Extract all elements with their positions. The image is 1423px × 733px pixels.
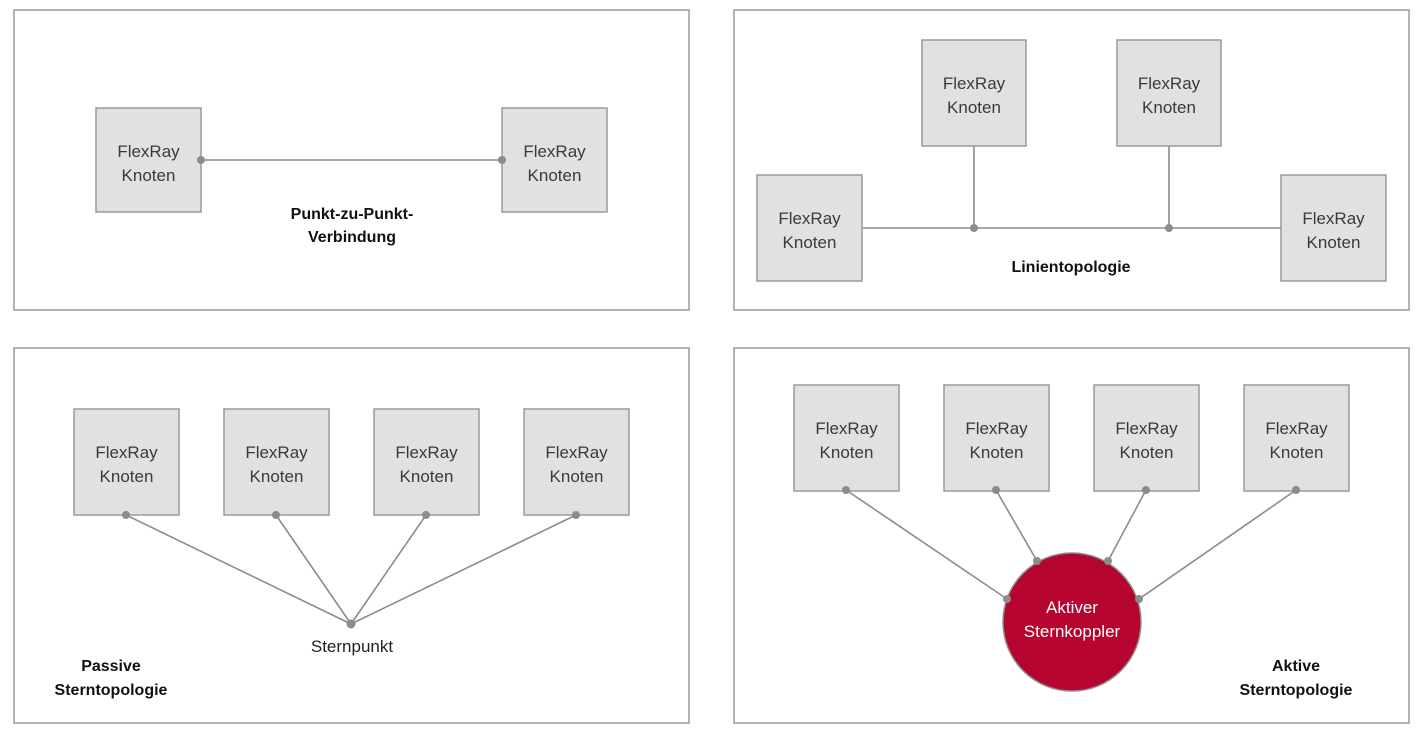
svg-text:Knoten: Knoten (1142, 98, 1196, 117)
flexray-node: FlexRay Knoten (943, 384, 1050, 492)
flexray-node: FlexRay Knoten (373, 408, 480, 516)
svg-text:Knoten: Knoten (250, 467, 304, 486)
caption: Linientopologie (1011, 259, 1130, 276)
flexray-node: FlexRay Knoten (73, 408, 180, 516)
star-line (995, 489, 1038, 562)
caption: Verbindung (308, 229, 396, 246)
flexray-node: FlexRay Knoten (223, 408, 330, 516)
connection-dot (122, 511, 130, 519)
svg-text:Knoten: Knoten (1307, 233, 1361, 252)
connection-dot (1033, 557, 1041, 565)
svg-text:Knoten: Knoten (122, 166, 176, 185)
star-line (845, 489, 1008, 600)
flexray-node: FlexRay Knoten (921, 39, 1027, 147)
star-line (275, 514, 352, 625)
svg-text:FlexRay: FlexRay (117, 142, 180, 161)
connection-dot (970, 224, 978, 232)
svg-text:Knoten: Knoten (1120, 443, 1174, 462)
svg-text:FlexRay: FlexRay (1115, 419, 1178, 438)
active-star-coupler: Aktiver Sternkoppler (1002, 552, 1142, 692)
star-line (1138, 489, 1297, 600)
star-point-label: Sternpunkt (311, 637, 393, 656)
caption: Sterntopologie (55, 682, 168, 699)
flexray-node: FlexRay Knoten (95, 107, 202, 213)
connection-dot (498, 156, 506, 164)
svg-text:Knoten: Knoten (550, 467, 604, 486)
caption: Passive (81, 658, 141, 675)
star-line (350, 514, 427, 625)
svg-text:Knoten: Knoten (528, 166, 582, 185)
svg-text:FlexRay: FlexRay (545, 443, 608, 462)
connection-dot (1292, 486, 1300, 494)
svg-text:FlexRay: FlexRay (523, 142, 586, 161)
panel-passive-star: FlexRay Knoten FlexRay Knoten FlexRay Kn… (13, 347, 690, 724)
svg-text:FlexRay: FlexRay (778, 209, 841, 228)
svg-text:FlexRay: FlexRay (395, 443, 458, 462)
svg-text:Knoten: Knoten (783, 233, 837, 252)
star-line (1107, 489, 1147, 562)
caption: Sterntopologie (1240, 682, 1353, 699)
svg-text:FlexRay: FlexRay (815, 419, 878, 438)
star-point-dot (346, 619, 356, 629)
flexray-node: FlexRay Knoten (1280, 174, 1387, 282)
panel-line-topology: FlexRay Knoten FlexRay Knoten FlexRay Kn… (733, 9, 1410, 311)
svg-text:Knoten: Knoten (820, 443, 874, 462)
svg-text:Knoten: Knoten (970, 443, 1024, 462)
flexray-node: FlexRay Knoten (1093, 384, 1200, 492)
svg-text:Aktiver: Aktiver (1046, 598, 1098, 617)
flexray-node: FlexRay Knoten (501, 107, 608, 213)
svg-text:FlexRay: FlexRay (95, 443, 158, 462)
star-line (350, 514, 577, 625)
connection-dot (1165, 224, 1173, 232)
connection-dot (1003, 595, 1011, 603)
caption: Aktive (1272, 658, 1320, 675)
connection-dot (842, 486, 850, 494)
connection-dot (1142, 486, 1150, 494)
connection-dot (572, 511, 580, 519)
connection-dot (1104, 557, 1112, 565)
connection-dot (422, 511, 430, 519)
svg-text:FlexRay: FlexRay (1265, 419, 1328, 438)
svg-text:FlexRay: FlexRay (965, 419, 1028, 438)
connection-dot (992, 486, 1000, 494)
svg-text:Knoten: Knoten (1270, 443, 1324, 462)
flexray-node: FlexRay Knoten (793, 384, 900, 492)
svg-text:Knoten: Knoten (100, 467, 154, 486)
svg-text:Knoten: Knoten (947, 98, 1001, 117)
connection-dot (197, 156, 205, 164)
svg-text:Knoten: Knoten (400, 467, 454, 486)
connection-dot (1135, 595, 1143, 603)
flexray-node: FlexRay Knoten (523, 408, 630, 516)
connection-dot (272, 511, 280, 519)
svg-text:FlexRay: FlexRay (1138, 74, 1201, 93)
flexray-node: FlexRay Knoten (756, 174, 863, 282)
panel-point-to-point: FlexRay Knoten FlexRay Knoten Punkt-zu-P… (13, 9, 690, 311)
svg-text:Sternkoppler: Sternkoppler (1024, 622, 1121, 641)
panel-active-star: FlexRay Knoten FlexRay Knoten FlexRay Kn… (733, 347, 1410, 724)
svg-text:FlexRay: FlexRay (1302, 209, 1365, 228)
flexray-node: FlexRay Knoten (1243, 384, 1350, 492)
flexray-node: FlexRay Knoten (1116, 39, 1222, 147)
svg-text:FlexRay: FlexRay (943, 74, 1006, 93)
caption: Punkt-zu-Punkt- (291, 206, 414, 223)
svg-text:FlexRay: FlexRay (245, 443, 308, 462)
star-line (125, 514, 352, 625)
